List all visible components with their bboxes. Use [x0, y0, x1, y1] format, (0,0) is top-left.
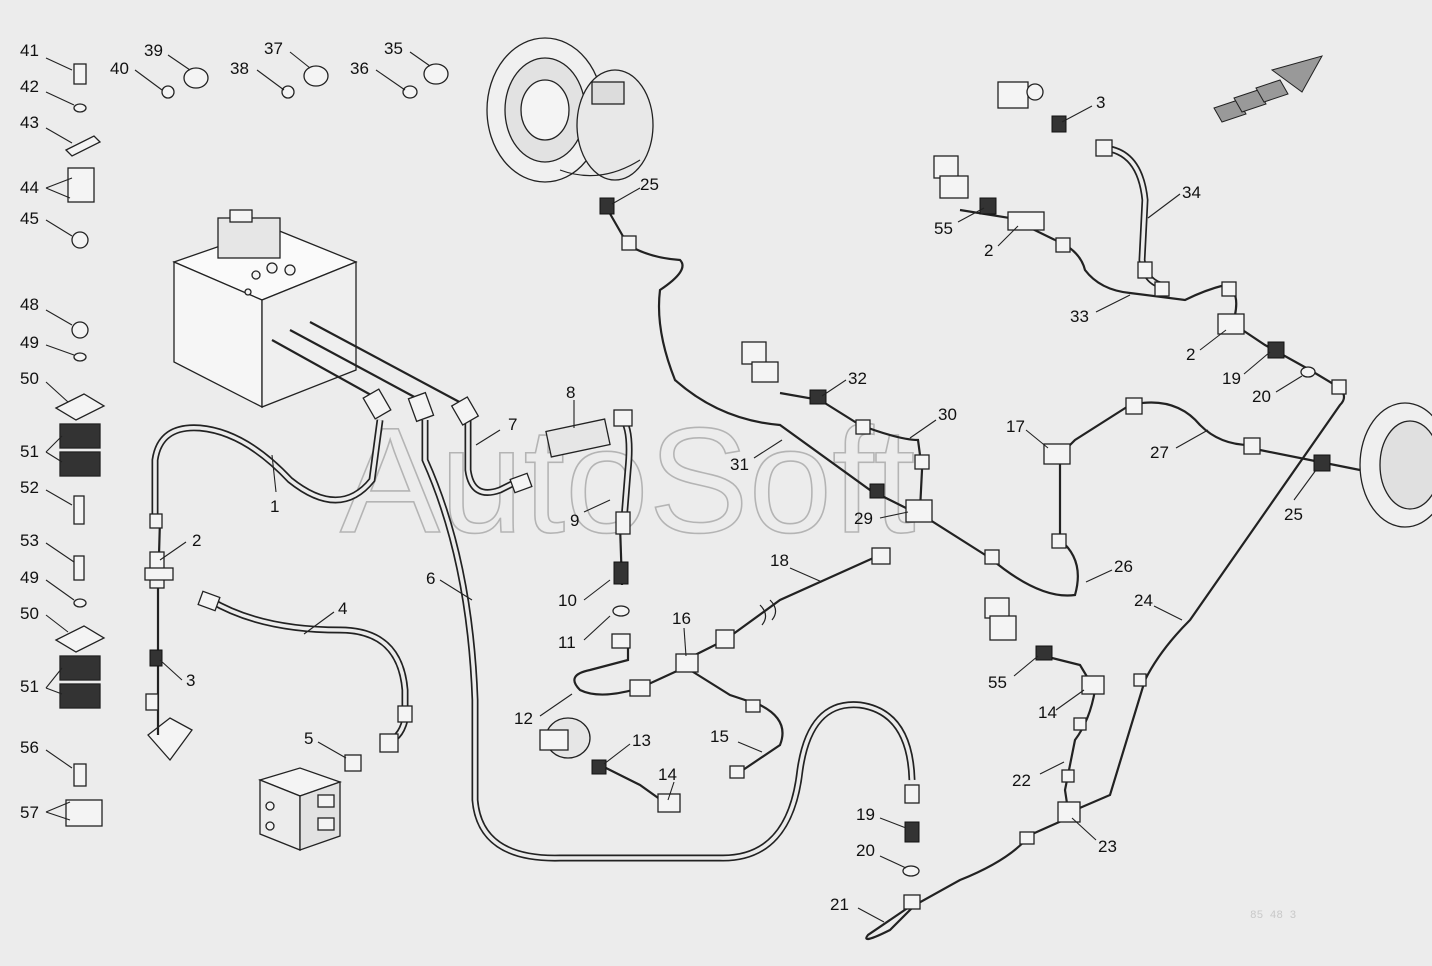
- control-valve-block: [258, 767, 342, 851]
- callout: 21: [830, 895, 849, 914]
- callout: 1: [270, 497, 279, 516]
- callout: 35: [384, 39, 403, 58]
- callout: 23: [1098, 837, 1117, 856]
- direction-arrow: [1213, 55, 1324, 123]
- callout: 2: [192, 531, 201, 550]
- drive-motor: [486, 37, 654, 183]
- callout: 2: [1186, 345, 1195, 364]
- callout: 48: [20, 295, 39, 314]
- callout: 41: [20, 41, 39, 60]
- callout: 9: [570, 511, 579, 530]
- callout: 25: [640, 175, 659, 194]
- callout: 38: [230, 59, 249, 78]
- callout: 13: [632, 731, 651, 750]
- callout: 36: [350, 59, 369, 78]
- callout: 51: [20, 442, 39, 461]
- pressure-switch-top: [997, 81, 1044, 109]
- callout: 17: [1006, 417, 1025, 436]
- callout: 26: [1114, 557, 1133, 576]
- callout: 19: [1222, 369, 1241, 388]
- callout: 14: [658, 765, 677, 784]
- pressure-switch-32: [741, 341, 779, 383]
- callout: 53: [20, 531, 39, 550]
- callout: 45: [20, 209, 39, 228]
- callout: 52: [20, 478, 39, 497]
- callout: 24: [1134, 591, 1153, 610]
- fittings: [54, 63, 1347, 910]
- callout: 50: [20, 604, 39, 623]
- callout: 39: [144, 41, 163, 60]
- callout: 56: [20, 738, 39, 757]
- pressure-switch-55-top: [933, 155, 969, 199]
- callout: 55: [934, 219, 953, 238]
- callout: 57: [20, 803, 39, 822]
- callout-labels: 41 42 43 44 45 48 49 50 51 52 53 49 50 5…: [20, 39, 1303, 914]
- callout: 42: [20, 77, 39, 96]
- callout: 18: [770, 551, 789, 570]
- hydraulic-tank: [172, 209, 358, 409]
- callout: 7: [508, 415, 517, 434]
- callout: 50: [20, 369, 39, 388]
- callout: 44: [20, 178, 39, 197]
- callout: 43: [20, 113, 39, 132]
- callout: 15: [710, 727, 729, 746]
- hoses: [151, 144, 1162, 862]
- small-pump: [539, 717, 591, 759]
- callout: 22: [1012, 771, 1031, 790]
- callout: 49: [20, 568, 39, 587]
- reference-code: 85 48 3: [1250, 910, 1296, 922]
- callout: 11: [558, 633, 576, 652]
- callout: 49: [20, 333, 39, 352]
- callout: 27: [1150, 443, 1169, 462]
- callout: 14: [1038, 703, 1057, 722]
- callout: 16: [672, 609, 691, 628]
- callout: 33: [1070, 307, 1089, 326]
- callout: 2: [984, 241, 993, 260]
- callout: 25: [1284, 505, 1303, 524]
- pressure-switch-55-bottom: [984, 597, 1017, 641]
- callout: 8: [566, 383, 575, 402]
- callout: 4: [338, 599, 347, 618]
- callout: 31: [730, 455, 749, 474]
- callout: 29: [854, 509, 873, 528]
- callout: 40: [110, 59, 129, 78]
- callout: 55: [988, 673, 1007, 692]
- callout: 30: [938, 405, 957, 424]
- callout: 34: [1182, 183, 1201, 202]
- callout: 10: [558, 591, 577, 610]
- callout: 51: [20, 677, 39, 696]
- callout: 37: [264, 39, 283, 58]
- right-drive-motor: [1359, 402, 1432, 528]
- callout: 19: [856, 805, 875, 824]
- callout: 3: [1096, 93, 1105, 112]
- callout: 20: [1252, 387, 1271, 406]
- callout: 32: [848, 369, 867, 388]
- callout: 3: [186, 671, 195, 690]
- callout: 12: [514, 709, 533, 728]
- callout: 5: [304, 729, 313, 748]
- callout: 20: [856, 841, 875, 860]
- callout: 6: [426, 569, 435, 588]
- leader-lines: [45, 51, 1317, 923]
- mounting-bracket: [147, 717, 193, 762]
